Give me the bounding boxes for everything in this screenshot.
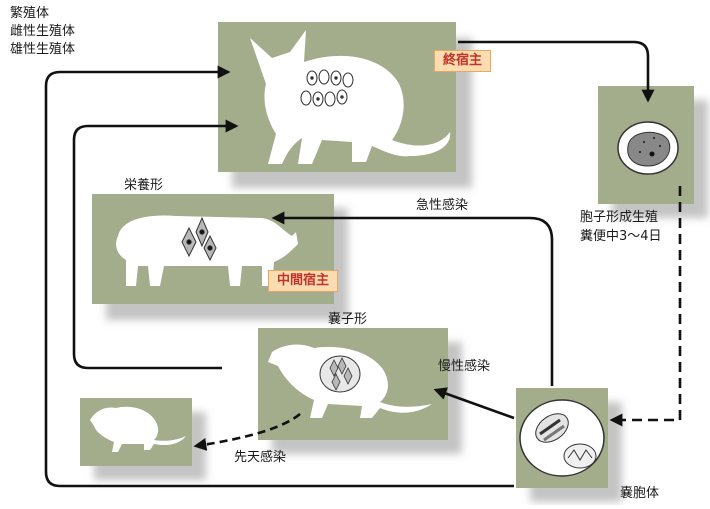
cat-silhouette [250, 30, 451, 164]
cat-stage-label-male: 雄性生殖体 [10, 42, 76, 57]
arrow-congenital-infection [193, 412, 301, 451]
arrow-cat-to-feces [458, 40, 655, 103]
sporulating-oocyst-panel [598, 86, 694, 204]
arrow-oocyst-to-cat [44, 65, 514, 488]
cat-stage-label-asexual: 繁殖体 [10, 6, 50, 21]
intermediate-host-badge: 中間宿主 [268, 270, 339, 292]
cat-gamonts-icon [300, 69, 354, 107]
chronic-infection-label: 慢性感染 [438, 359, 491, 374]
rat-panel [258, 328, 448, 440]
arrow-chronic-infection [433, 387, 515, 420]
bradyzoite-cyst-icon [329, 357, 353, 391]
mouse-silhouette [90, 406, 186, 452]
arrow-acute-infection [271, 211, 554, 386]
mouse-panel [80, 398, 192, 466]
oocyst-panel [516, 388, 608, 488]
cat-stage-label-female: 雌性生殖体 [10, 24, 76, 39]
cat-panel [218, 22, 456, 172]
sporulation-duration-label: 糞便中3〜4日 [580, 229, 662, 244]
congenital-infection-label: 先天感染 [234, 450, 287, 465]
oocyst-label: 嚢胞体 [620, 486, 660, 501]
acute-infection-label: 急性感染 [416, 198, 469, 213]
bradyzoite-label: 嚢子形 [328, 312, 368, 327]
cycle-arrows [44, 40, 682, 488]
arrow-feces-to-oocyst [609, 186, 682, 427]
tachyzoite-icon [181, 216, 217, 262]
arrow-rat-to-cat [72, 119, 239, 370]
sporulation-label: 胞子形成生殖 [580, 210, 659, 225]
definitive-host-badge: 終宿主 [434, 50, 492, 72]
tachyzoite-label: 栄養形 [124, 178, 164, 193]
